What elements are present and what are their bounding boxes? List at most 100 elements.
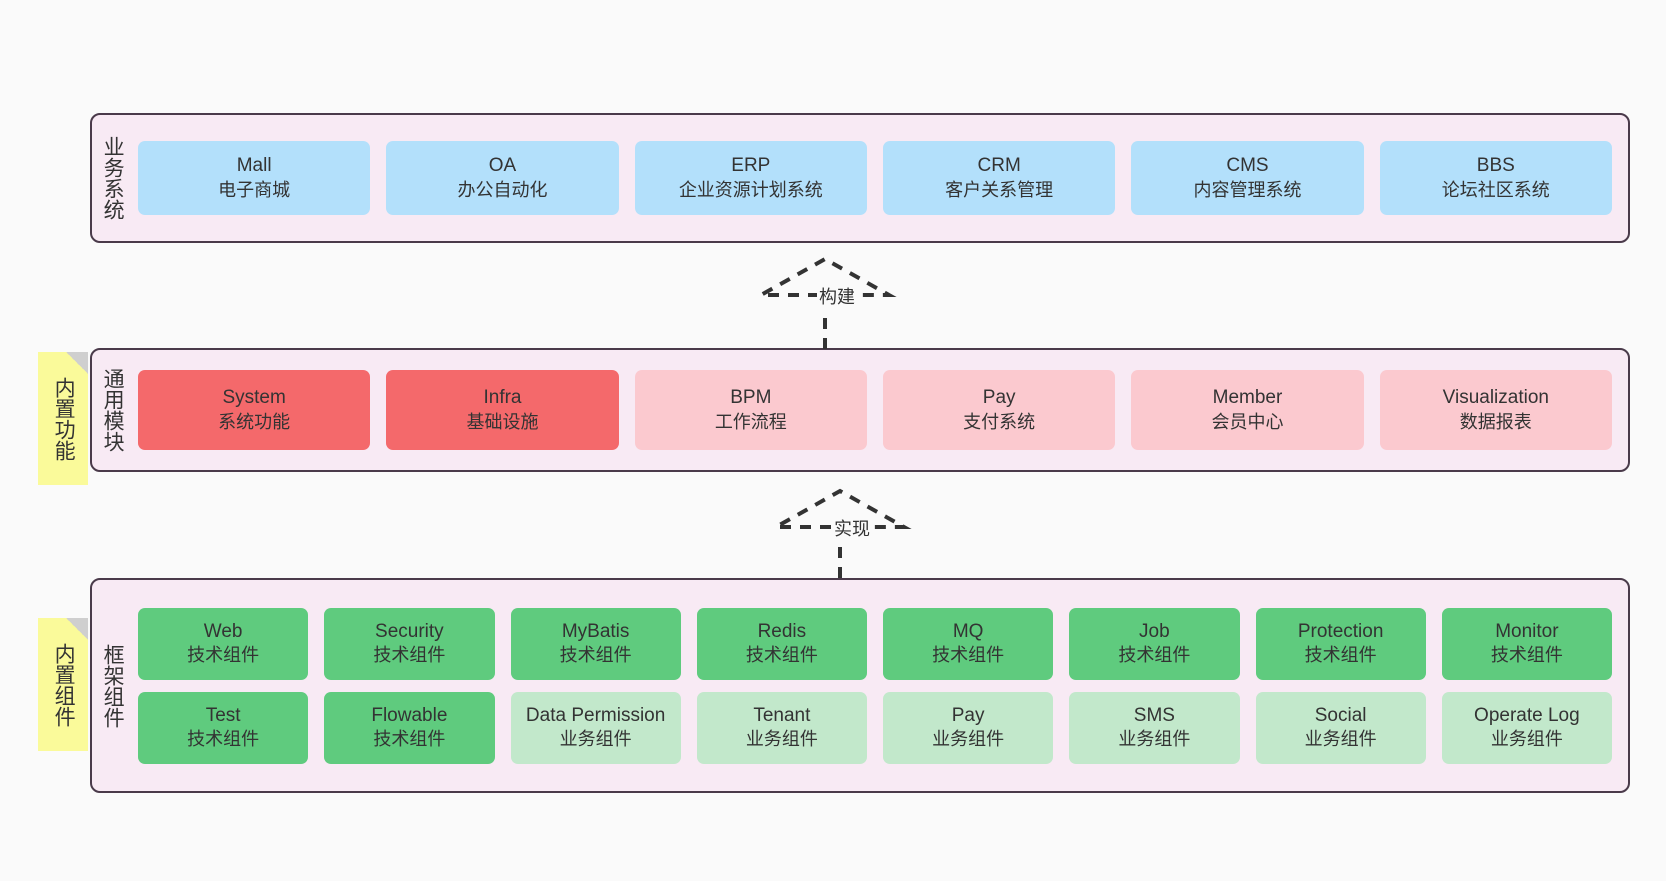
box-sms-subtitle: 业务组件 (1118, 729, 1191, 750)
box-web-subtitle: 技术组件 (187, 645, 260, 666)
box-cms-title: CMS (1226, 155, 1269, 177)
layer-common-module-body: System 系统功能 Infra 基础设施 BPM 工作流程 Pay 支付系统… (132, 350, 1628, 470)
box-mybatis-subtitle: 技术组件 (559, 645, 632, 666)
box-cms-subtitle: 内容管理系统 (1193, 179, 1302, 200)
box-monitor-subtitle: 技术组件 (1490, 645, 1563, 666)
box-social-title: Social (1314, 704, 1367, 726)
common-module-row: System 系统功能 Infra 基础设施 BPM 工作流程 Pay 支付系统… (138, 370, 1612, 450)
box-bbs[interactable]: BBS 论坛社区系统 (1379, 141, 1612, 215)
business-system-row: Mall 电子商城 OA 办公自动化 ERP 企业资源计划系统 CRM 客户关系… (138, 141, 1612, 215)
box-tenant[interactable]: Tenant 业务组件 (696, 691, 867, 764)
note-builtin-feature: 内置功能 (38, 352, 88, 485)
layer-common-module-title: 通用模块 (101, 368, 125, 452)
box-security[interactable]: Security 技术组件 (324, 607, 495, 680)
box-system-title: System (222, 387, 286, 409)
box-member[interactable]: Member 会员中心 (1131, 370, 1364, 450)
box-erp-title: ERP (731, 155, 771, 177)
box-job-subtitle: 技术组件 (1118, 645, 1191, 666)
box-tenant-subtitle: 业务组件 (745, 729, 818, 750)
box-erp[interactable]: ERP 企业资源计划系统 (634, 141, 867, 215)
box-erp-subtitle: 企业资源计划系统 (678, 179, 823, 200)
layer-business-system-body: Mall 电子商城 OA 办公自动化 ERP 企业资源计划系统 CRM 客户关系… (132, 115, 1628, 241)
box-monitor-title: Monitor (1495, 620, 1559, 642)
box-oa[interactable]: OA 办公自动化 (386, 141, 619, 215)
box-sms[interactable]: SMS 业务组件 (1069, 691, 1240, 764)
connector-build: 构建 (753, 255, 905, 350)
box-system[interactable]: System 系统功能 (138, 370, 371, 450)
box-test-title: Test (205, 704, 241, 726)
box-flowable-subtitle: 技术组件 (373, 729, 446, 750)
connector-implement-label: 实现 (832, 515, 872, 541)
box-bbs-title: BBS (1476, 155, 1515, 177)
layer-framework-component: 框架组件 Web 技术组件 Security 技术组件 MyBatis 技术组件… (90, 578, 1630, 793)
box-visualization-title: Visualization (1442, 387, 1549, 409)
box-operate-log-subtitle: 业务组件 (1490, 729, 1563, 750)
box-operate-log-title: Operate Log (1474, 704, 1580, 726)
box-crm-title: CRM (977, 155, 1021, 177)
layer-business-system: 业务系统 Mall 电子商城 OA 办公自动化 ERP 企业资源计划系统 CRM (90, 113, 1630, 243)
box-pay-module-title: Pay (982, 387, 1016, 409)
box-pay-component[interactable]: Pay 业务组件 (883, 691, 1054, 764)
note-builtin-feature-label: 内置功能 (52, 376, 76, 461)
box-bpm[interactable]: BPM 工作流程 (634, 370, 867, 450)
box-cms[interactable]: CMS 内容管理系统 (1131, 141, 1364, 215)
box-infra-title: Infra (483, 387, 522, 409)
box-mybatis[interactable]: MyBatis 技术组件 (510, 607, 681, 680)
box-web[interactable]: Web 技术组件 (138, 607, 309, 680)
box-sms-title: SMS (1133, 704, 1175, 726)
box-pay-module-subtitle: 支付系统 (963, 411, 1036, 432)
box-crm-subtitle: 客户关系管理 (945, 179, 1054, 200)
box-data-permission[interactable]: Data Permission 业务组件 (510, 691, 681, 764)
layer-framework-component-body: Web 技术组件 Security 技术组件 MyBatis 技术组件 Redi… (132, 580, 1628, 791)
box-mq-title: MQ (952, 620, 984, 642)
box-data-permission-subtitle: 业务组件 (559, 729, 632, 750)
box-redis-subtitle: 技术组件 (745, 645, 818, 666)
box-member-subtitle: 会员中心 (1211, 411, 1284, 432)
box-mq-subtitle: 技术组件 (932, 645, 1005, 666)
box-tenant-title: Tenant (753, 704, 811, 726)
box-mybatis-title: MyBatis (561, 620, 630, 642)
box-visualization-subtitle: 数据报表 (1459, 411, 1532, 432)
box-protection-subtitle: 技术组件 (1304, 645, 1377, 666)
box-pay-component-title: Pay (951, 704, 985, 726)
box-oa-title: OA (488, 155, 517, 177)
box-infra[interactable]: Infra 基础设施 (386, 370, 619, 450)
box-oa-subtitle: 办公自动化 (457, 179, 548, 200)
box-data-permission-title: Data Permission (525, 704, 666, 726)
box-flowable[interactable]: Flowable 技术组件 (324, 691, 495, 764)
box-bpm-title: BPM (730, 387, 772, 409)
box-operate-log[interactable]: Operate Log 业务组件 (1441, 691, 1612, 764)
box-redis[interactable]: Redis 技术组件 (696, 607, 867, 680)
box-bpm-subtitle: 工作流程 (714, 411, 787, 432)
box-security-subtitle: 技术组件 (373, 645, 446, 666)
box-mq[interactable]: MQ 技术组件 (883, 607, 1054, 680)
box-mall[interactable]: Mall 电子商城 (138, 141, 371, 215)
box-visualization[interactable]: Visualization 数据报表 (1379, 370, 1612, 450)
box-infra-subtitle: 基础设施 (466, 411, 539, 432)
box-protection[interactable]: Protection 技术组件 (1255, 607, 1426, 680)
box-social[interactable]: Social 业务组件 (1255, 691, 1426, 764)
framework-business-row: Test 技术组件 Flowable 技术组件 Data Permission … (138, 691, 1612, 764)
note-builtin-component-label: 内置组件 (52, 642, 76, 727)
box-redis-title: Redis (757, 620, 807, 642)
layer-common-module: 通用模块 System 系统功能 Infra 基础设施 BPM 工作流程 Pay (90, 348, 1630, 472)
layer-framework-component-title: 框架组件 (101, 643, 125, 728)
note-builtin-component: 内置组件 (38, 618, 88, 751)
box-social-subtitle: 业务组件 (1304, 729, 1377, 750)
layer-business-system-title: 业务系统 (101, 136, 125, 220)
box-flowable-title: Flowable (371, 704, 448, 726)
box-pay-component-subtitle: 业务组件 (932, 729, 1005, 750)
box-test-subtitle: 技术组件 (187, 729, 260, 750)
framework-tech-row: Web 技术组件 Security 技术组件 MyBatis 技术组件 Redi… (138, 607, 1612, 680)
box-web-title: Web (203, 620, 243, 642)
box-mall-subtitle: 电子商城 (218, 179, 291, 200)
box-pay-module[interactable]: Pay 支付系统 (882, 370, 1116, 450)
box-job[interactable]: Job 技术组件 (1069, 607, 1240, 680)
box-crm[interactable]: CRM 客户关系管理 (882, 141, 1116, 215)
box-system-subtitle: 系统功能 (218, 411, 291, 432)
box-protection-title: Protection (1297, 620, 1384, 642)
box-member-title: Member (1212, 387, 1283, 409)
box-monitor[interactable]: Monitor 技术组件 (1441, 607, 1612, 680)
box-test[interactable]: Test 技术组件 (138, 691, 309, 764)
